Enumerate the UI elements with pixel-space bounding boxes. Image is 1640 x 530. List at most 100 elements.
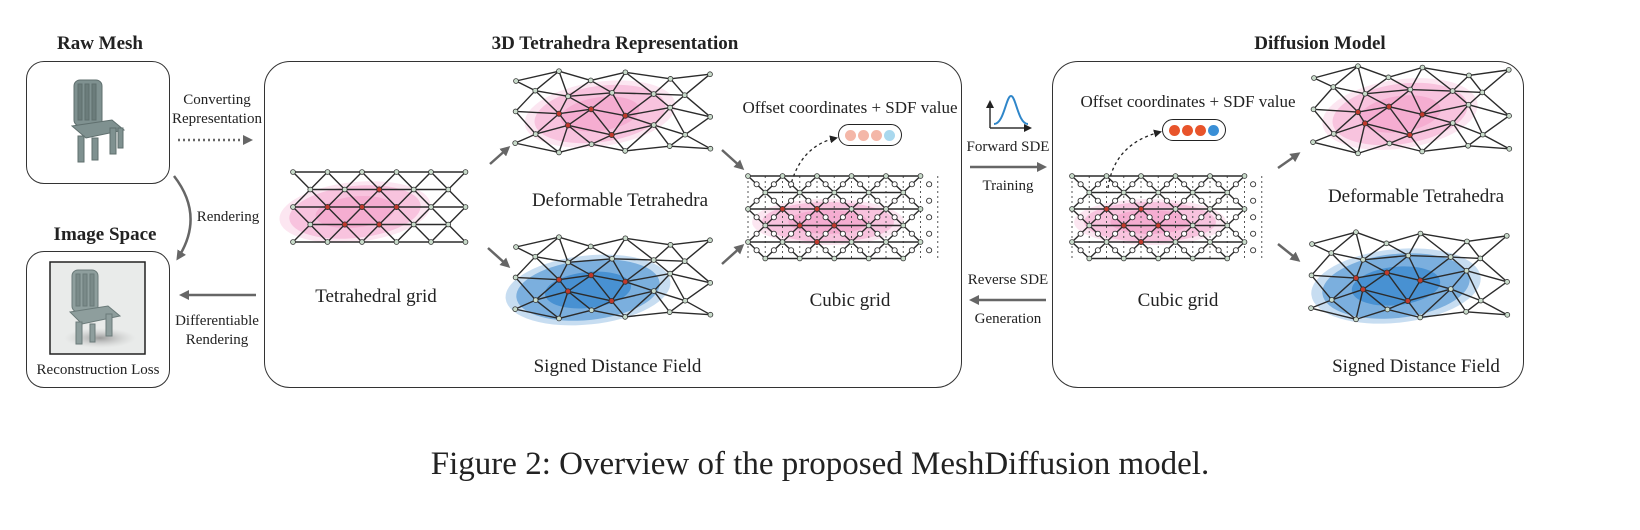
cubic-grid-hollow-node bbox=[753, 214, 760, 221]
sdf-grid-edge bbox=[590, 245, 613, 260]
sdf-grid-right-edge bbox=[1362, 259, 1388, 274]
token-dot bbox=[858, 129, 869, 141]
cubic-grid-node bbox=[917, 239, 924, 245]
cubic-grid-hollow-node bbox=[891, 230, 898, 237]
deform-grid-edge bbox=[558, 108, 592, 115]
sdf-grid-right-edge bbox=[1386, 242, 1409, 257]
reconstruction-loss-label: Reconstruction Loss bbox=[36, 362, 160, 378]
deform-grid-edge bbox=[591, 134, 612, 145]
cubic-grid-right-node bbox=[1120, 189, 1127, 196]
tetra-grid-node bbox=[462, 239, 469, 245]
sdf-grid-node bbox=[681, 258, 688, 264]
sdf-grid-right-node bbox=[1383, 240, 1390, 247]
deform-grid-right-edge bbox=[1468, 69, 1509, 77]
sdf-grid-right-node bbox=[1464, 238, 1470, 245]
deform-grid-right-edge bbox=[1409, 134, 1423, 152]
sdf-grid-edge bbox=[612, 258, 654, 261]
sdf-grid-right-edge bbox=[1420, 232, 1468, 243]
tetra-grid-edge bbox=[447, 189, 466, 208]
cubic-grid-node bbox=[848, 173, 855, 179]
cubic-grid-node bbox=[848, 206, 855, 212]
cubic-grid-hollow-node bbox=[788, 247, 795, 254]
deform-grid-edge bbox=[624, 124, 655, 152]
arrow-to-deformable bbox=[489, 146, 511, 165]
cubic-grid-right-hollow-node bbox=[1181, 230, 1188, 237]
deform-grid-edge bbox=[558, 96, 569, 115]
cubic-grid-hollow-node bbox=[874, 230, 881, 237]
cubic-grid-right-hollow-node bbox=[1146, 197, 1153, 204]
sdf-grid-edge bbox=[653, 259, 671, 275]
distribution-axis-icon bbox=[986, 94, 1032, 132]
raw-mesh-header: Raw Mesh bbox=[56, 33, 144, 54]
tetra-grid-node bbox=[290, 204, 296, 210]
cubic-grid-node bbox=[745, 239, 751, 245]
deform-grid-right-edge bbox=[1364, 122, 1410, 136]
cubic-grid-right-hollow-node bbox=[1094, 230, 1101, 237]
deform-grid-right-edge bbox=[1364, 106, 1390, 124]
cubic-grid-right-hollow-node bbox=[1112, 247, 1119, 254]
deform-grid-edge bbox=[653, 107, 671, 126]
token-dot bbox=[845, 129, 856, 141]
sdf-grid-right-edge bbox=[1450, 240, 1468, 258]
sdf-grid-edge bbox=[669, 272, 711, 284]
deform-grid-right-edge bbox=[1332, 65, 1359, 88]
deform-grid-node bbox=[587, 77, 594, 84]
cubic-grid-label: Cubic grid bbox=[809, 290, 891, 311]
sdf-grid-node bbox=[556, 234, 562, 240]
sdf-grid-edge bbox=[558, 262, 569, 281]
arrow-to-sdf bbox=[487, 247, 511, 269]
sdf-grid-right-edge bbox=[1310, 274, 1333, 301]
cubic-grid-right-node bbox=[1172, 173, 1179, 179]
tetra-grid-node bbox=[393, 203, 400, 210]
sdf-grid-right-edge bbox=[1331, 252, 1364, 261]
cubic-grid-right-hollow-node bbox=[1250, 247, 1257, 254]
deform-grid-right-edge bbox=[1333, 111, 1359, 135]
sdf-grid-node bbox=[707, 237, 713, 244]
deform-grid-right-edge bbox=[1357, 105, 1390, 113]
tetra-grid-edge bbox=[413, 224, 432, 243]
cubic-grid-node bbox=[762, 189, 769, 196]
converting-label: Converting Representation bbox=[172, 92, 262, 127]
sdf-grid-node bbox=[565, 259, 571, 266]
deform-grid-node bbox=[622, 148, 628, 154]
sdf-grid-edge bbox=[611, 290, 654, 302]
sdf-grid-right-edge bbox=[1310, 299, 1333, 309]
image-space-header: Image Space bbox=[53, 224, 157, 245]
sdf-grid-edge bbox=[611, 258, 626, 283]
deform-grid-edge bbox=[669, 78, 686, 96]
cubic-grid-right-hollow-node bbox=[1198, 214, 1205, 221]
deform-grid-node bbox=[532, 131, 539, 137]
sdf-grid-edge bbox=[684, 300, 711, 316]
sdf-grid-right-node bbox=[1360, 286, 1367, 293]
sdf-grid-right-edge bbox=[1362, 242, 1387, 261]
deform-grid-node bbox=[556, 68, 562, 74]
tetra-grid-edge bbox=[396, 206, 415, 225]
deform-grid-right-edge bbox=[1364, 88, 1411, 95]
sdf-grid-edge bbox=[567, 290, 592, 311]
sdf-grid-edge bbox=[669, 273, 686, 302]
cubic-grid-hollow-node bbox=[891, 181, 898, 188]
cubic-grid-right-node bbox=[1069, 206, 1075, 212]
cubic-grid-right-node bbox=[1224, 255, 1231, 262]
deform-grid-right-edge bbox=[1389, 142, 1423, 153]
deform-grid-right-edge bbox=[1312, 86, 1334, 110]
deform-grid-node bbox=[650, 91, 657, 97]
cubic-grid-right-node bbox=[1241, 173, 1248, 179]
cubic-grid-right-hollow-node bbox=[1094, 247, 1101, 254]
sdf-grid-node bbox=[532, 253, 539, 260]
sdf-grid-edge bbox=[670, 239, 711, 246]
tetra-grid-node bbox=[376, 186, 383, 193]
sdf-grid-edge bbox=[653, 259, 685, 262]
cubic-grid-hollow-node bbox=[926, 197, 933, 204]
cubic-grid-right-hollow-node bbox=[1215, 197, 1222, 204]
sdf-grid-right-edge bbox=[1407, 288, 1451, 302]
deform-grid-edge bbox=[669, 94, 686, 109]
deform-grid-right-edge bbox=[1422, 66, 1454, 92]
sdf-grid-edge bbox=[590, 274, 626, 283]
cubic-grid-right-node bbox=[1138, 173, 1144, 179]
cubic-grid-hollow-node bbox=[926, 214, 933, 221]
cubic-grid-hollow-node bbox=[822, 181, 829, 188]
cubic-grid-node bbox=[814, 173, 820, 179]
cubic-grid-right-hollow-node bbox=[1077, 247, 1084, 254]
tetra-grid-node bbox=[307, 186, 314, 193]
